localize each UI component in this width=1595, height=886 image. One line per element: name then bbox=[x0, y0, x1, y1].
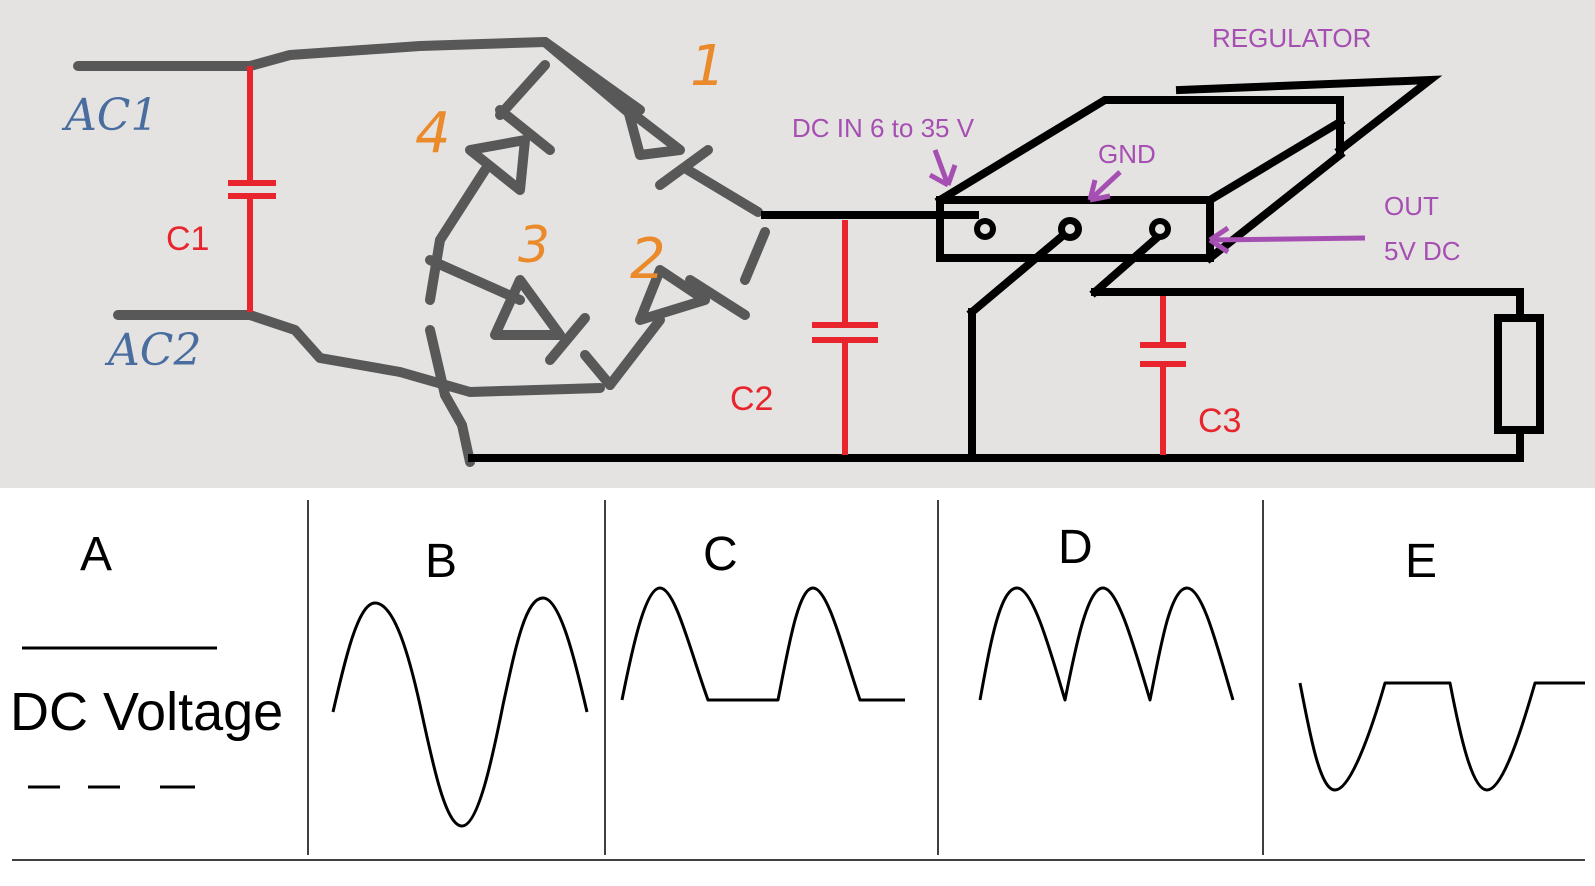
regulator-title: REGULATOR bbox=[1212, 23, 1371, 53]
waveform-c bbox=[620, 586, 905, 702]
panel-dividers bbox=[12, 500, 1585, 861]
diode-2-label: 2 bbox=[630, 227, 666, 292]
panel-d-letter: D bbox=[1058, 521, 1093, 574]
dc-in-label: DC IN 6 to 35 V bbox=[792, 113, 975, 143]
waveform-d bbox=[978, 586, 1235, 702]
out-label: OUT bbox=[1384, 191, 1439, 221]
panel-a-letter: A bbox=[80, 528, 112, 581]
dc-voltage-label: DC Voltage bbox=[10, 682, 283, 742]
c3-label: C3 bbox=[1198, 402, 1241, 440]
regulator-box bbox=[934, 75, 1443, 264]
capacitor-c2 bbox=[812, 220, 878, 455]
diode-4-label: 4 bbox=[415, 101, 451, 166]
c2-label: C2 bbox=[730, 380, 773, 418]
waveform-a: DC Voltage bbox=[10, 646, 283, 789]
diode-3 bbox=[490, 275, 590, 365]
gnd-label: GND bbox=[1098, 139, 1156, 169]
diode-3-label: 3 bbox=[518, 216, 550, 274]
c1-label: C1 bbox=[166, 220, 209, 258]
ac2-label: AC2 bbox=[104, 325, 201, 376]
load-resistor bbox=[1494, 314, 1544, 434]
waveform-e bbox=[1298, 681, 1585, 792]
diode-1-label: 1 bbox=[690, 34, 726, 99]
ac1-label: AC1 bbox=[61, 90, 158, 141]
capacitor-c3 bbox=[1140, 296, 1186, 455]
waveform-b bbox=[331, 596, 589, 828]
panel-e-letter: E bbox=[1405, 535, 1437, 588]
diode-4 bbox=[465, 105, 555, 195]
out-voltage-label: 5V DC bbox=[1384, 236, 1461, 266]
diode-2 bbox=[635, 265, 750, 325]
capacitor-c1 bbox=[228, 66, 276, 312]
panel-b-letter: B bbox=[425, 535, 457, 588]
bridge-rectifier bbox=[395, 37, 770, 467]
annotation-arrows bbox=[928, 149, 1366, 255]
diode-1 bbox=[623, 105, 713, 190]
panel-c-letter: C bbox=[703, 528, 738, 581]
